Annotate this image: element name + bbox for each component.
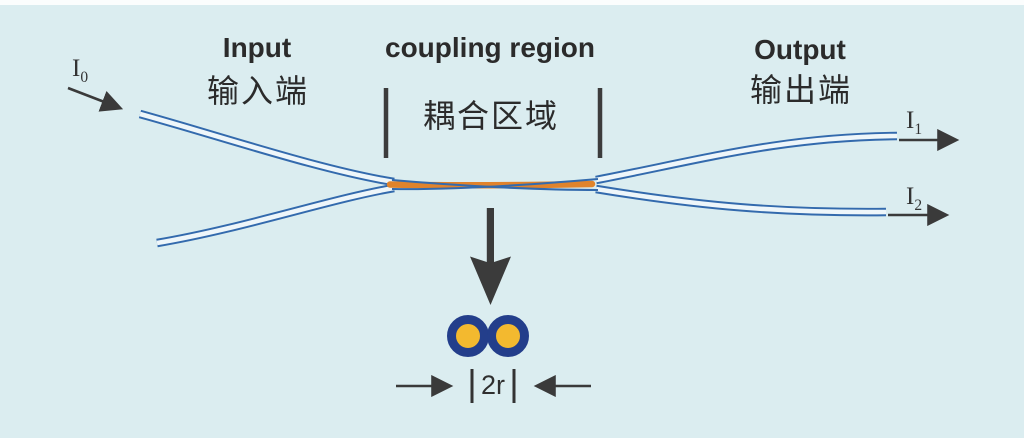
input-label-en: Input [222,32,292,63]
fused-waist-highlight [386,180,596,189]
output2-intensity-label: I2 [906,183,923,214]
coupling-region-label-zh: 耦合区域 [422,98,560,134]
output1-intensity-label: I1 [906,107,923,138]
fiber-input-arm-top [138,109,395,187]
output-label-zh: 输出端 [749,72,853,108]
fiber-core-left [447,315,489,357]
input-arrow-icon [67,86,124,112]
fiber-output-arm-top [595,131,898,185]
fiber-core-right [487,315,529,357]
input-label-zh: 输入端 [206,73,310,109]
down-arrow-icon [470,208,511,305]
input-intensity-label: I0 [72,55,89,86]
waist-cross-line-2 [391,178,599,191]
fiber-cross-section [447,315,529,357]
top-border-strip [0,0,1024,5]
output-label-en: Output [754,34,846,65]
waist-cross-line-1 [391,179,599,191]
fiber-input-arm-bottom [156,183,395,248]
coupling-region-label-en: coupling region [385,32,595,63]
diameter-dimension-label: 2r [480,370,506,400]
fiber-output-arm-bottom [595,184,887,217]
